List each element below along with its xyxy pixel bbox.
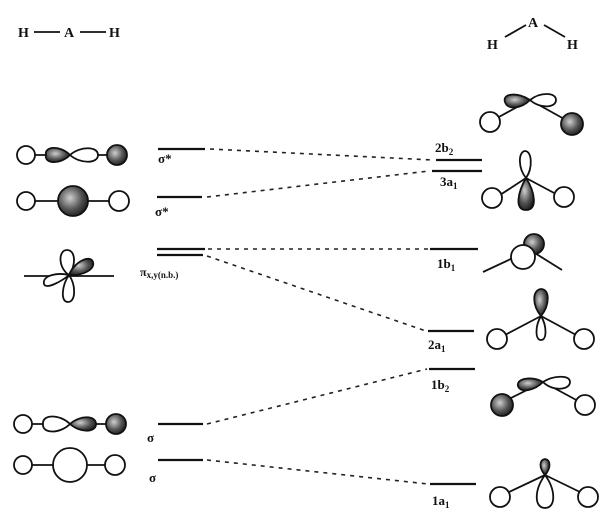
label-2b2-main: 2b xyxy=(435,140,449,155)
label-pi-symbol: π xyxy=(140,265,147,279)
orbital-bent-2b2 xyxy=(479,93,584,136)
p-lobe-shaded xyxy=(503,93,532,109)
orbital-linear-pi-nb xyxy=(24,249,114,303)
orbital-bond-left xyxy=(506,474,546,494)
p-lobe-white xyxy=(541,375,571,390)
h-orbital-white xyxy=(481,187,503,209)
label-sigma-upper: σ xyxy=(147,430,154,445)
h-orbital-white xyxy=(486,328,508,350)
label-3a1: 3a1 xyxy=(440,174,458,191)
label-1b2-main: 1b xyxy=(431,377,445,392)
py-lobe-white xyxy=(43,273,71,287)
h-orbital-white xyxy=(13,455,33,475)
label-1b2: 1b2 xyxy=(431,377,450,394)
label-1a1: 1a1 xyxy=(432,493,450,510)
p-lobe-shaded xyxy=(533,288,549,318)
correlation-sigma-to-1b2 xyxy=(206,368,428,425)
h-orbital-white xyxy=(479,111,501,133)
orbital-bond-right xyxy=(525,177,557,195)
label-2b2: 2b2 xyxy=(435,140,454,157)
p-lobe-white xyxy=(528,93,557,108)
linear-levels: σ* σ* πx,y(n.b.) σ σ xyxy=(140,147,205,485)
correlation-lines xyxy=(206,148,434,485)
h-orbital-shaded xyxy=(106,144,128,166)
label-2b2-sub: 2 xyxy=(449,147,454,157)
label-pi-subscript: x,y(n.b.) xyxy=(147,270,179,280)
bent-levels: 2b2 3a1 1b1 2a1 1b2 1a1 xyxy=(428,140,482,510)
label-sigma-lower: σ xyxy=(149,470,156,485)
correlation-sigma-star-to-3a1 xyxy=(206,170,430,198)
bent-h-left: H xyxy=(487,38,498,53)
pz-lobe-upper xyxy=(59,249,75,277)
label-sigma-star-upper: σ* xyxy=(158,151,172,166)
orbital-bond-right xyxy=(540,315,579,337)
correlation-pi-to-2a1 xyxy=(206,255,427,332)
s-orbital-white xyxy=(52,447,88,483)
label-3a1-main: 3a xyxy=(440,174,454,189)
bent-molecule-label: A H H xyxy=(487,16,578,53)
orbital-bent-1b1 xyxy=(482,233,563,273)
pz-lobe-lower xyxy=(61,273,76,303)
p-lobe-shaded xyxy=(517,176,535,211)
orbital-linear-sigma-star-s xyxy=(16,185,130,217)
orbital-bond-left xyxy=(499,177,527,196)
h-orbital-shaded xyxy=(490,393,514,417)
s-orbital-shaded xyxy=(57,185,89,217)
h-orbital-white xyxy=(16,191,36,211)
h-orbital-shaded xyxy=(560,112,584,136)
orbital-bond-left xyxy=(502,315,542,337)
label-pi-nb: πx,y(n.b.) xyxy=(140,265,178,280)
label-1b1-sub: 1 xyxy=(451,263,456,273)
orbital-linear-sigma-star-p xyxy=(16,144,128,166)
p-lobe-white xyxy=(68,147,99,163)
h-orbital-white xyxy=(489,486,511,508)
bent-h-right: H xyxy=(567,38,578,53)
p-lobe-white xyxy=(535,473,555,509)
label-2a1: 2a1 xyxy=(428,337,446,354)
bent-a: A xyxy=(528,16,539,31)
linear-a: A xyxy=(64,26,75,41)
linear-molecule-label: H A H xyxy=(18,26,120,41)
linear-h-right: H xyxy=(109,26,120,41)
p-lobe-white xyxy=(510,244,536,270)
h-orbital-white xyxy=(16,145,36,165)
bent-bond-right xyxy=(543,24,566,38)
orbital-bent-2a1 xyxy=(486,288,595,350)
label-2a1-main: 2a xyxy=(428,337,442,352)
p-lobe-white xyxy=(518,150,532,180)
p-lobe-white xyxy=(42,415,72,433)
label-1a1-main: 1a xyxy=(432,493,446,508)
orbital-bond-right xyxy=(544,474,583,494)
bent-bond-left xyxy=(504,24,527,38)
h-orbital-white xyxy=(553,186,575,208)
p-lobe-shaded xyxy=(45,146,72,164)
h-orbital-white xyxy=(577,486,599,508)
h-orbital-white xyxy=(108,190,130,212)
p-lobe-white xyxy=(535,314,547,341)
correlation-sigma-to-1a1 xyxy=(206,459,429,485)
h-orbital-white xyxy=(574,394,596,416)
orbital-linear-sigma-p xyxy=(13,413,127,435)
orbital-bent-3a1 xyxy=(481,150,575,211)
h-orbital-white xyxy=(573,328,595,350)
label-1a1-sub: 1 xyxy=(445,500,450,510)
orbital-bent-1b2 xyxy=(490,375,596,417)
h-orbital-shaded xyxy=(105,413,127,435)
correlation-sigma-star-to-2b2 xyxy=(209,148,434,161)
p-lobe-shaded-small xyxy=(539,458,551,477)
label-2a1-sub: 1 xyxy=(441,344,446,354)
label-1b2-sub: 2 xyxy=(445,384,450,394)
p-lobe-shaded xyxy=(68,416,97,432)
linear-h-left: H xyxy=(18,26,29,41)
label-1b1: 1b1 xyxy=(437,256,456,273)
orbital-linear-sigma-s xyxy=(13,447,126,483)
orbital-bent-1a1 xyxy=(489,458,599,509)
h-orbital-white xyxy=(104,454,126,476)
label-1b1-main: 1b xyxy=(437,256,451,271)
label-3a1-sub: 1 xyxy=(453,181,458,191)
label-sigma-star-lower: σ* xyxy=(155,204,169,219)
p-lobe-shaded xyxy=(517,377,545,392)
py-lobe-shaded xyxy=(67,257,94,276)
h-orbital-white xyxy=(13,414,33,434)
